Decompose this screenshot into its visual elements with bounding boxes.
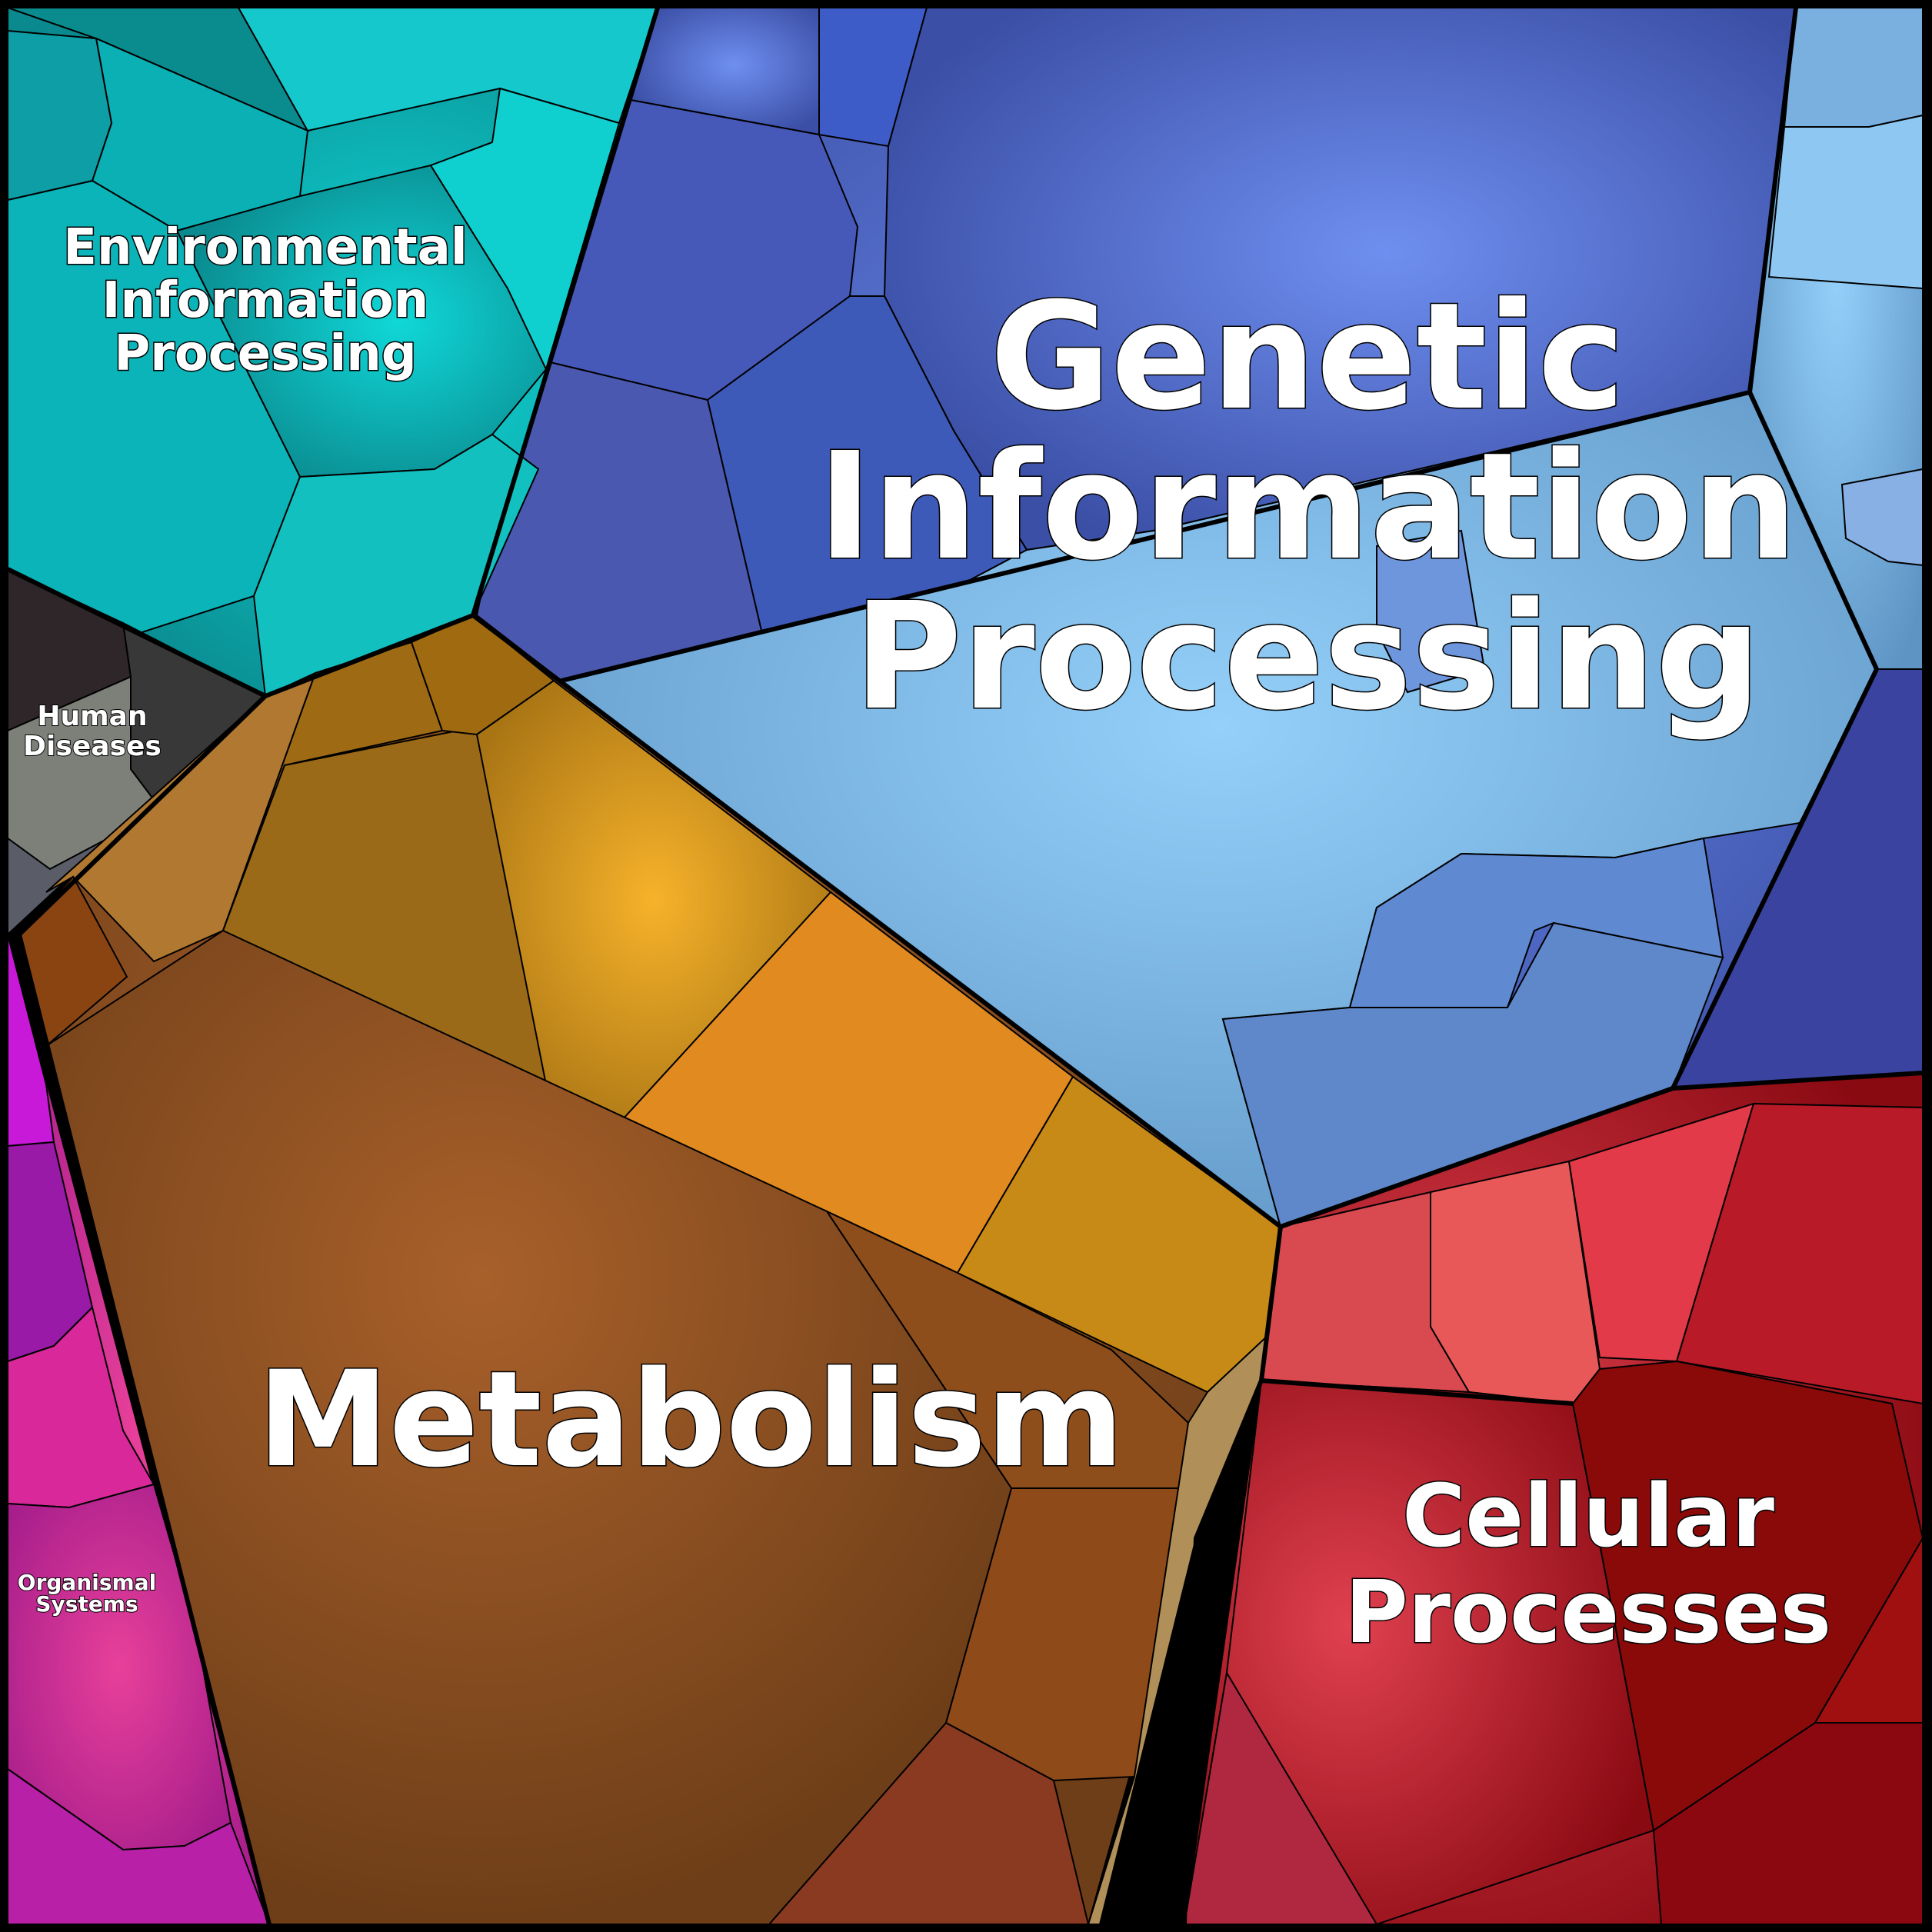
- label-cellular-line-1: Cellular: [1402, 1467, 1774, 1567]
- label-environmental-line-1: Environmental: [63, 219, 467, 276]
- region-organismal-systems[interactable]: [7, 934, 271, 1925]
- label-human-line-2: Diseases: [23, 731, 162, 762]
- cellular-cell-g: [1652, 1722, 1924, 1925]
- boundary-genetic-right: [1671, 391, 1879, 1090]
- region-human-diseases[interactable]: [7, 568, 267, 937]
- cellular-cell-d: [1675, 1102, 1924, 1405]
- boundary-metabolism-cellular: [1182, 1226, 1283, 1925]
- genetic-cell-o: [1376, 529, 1486, 694]
- label-genetic-line-1: Genetic: [990, 271, 1625, 443]
- boundary-organismal-metabolism: [17, 934, 271, 1925]
- label-genetic-line-2: Information: [818, 421, 1797, 593]
- genetic-cell-h: [1348, 837, 1724, 1008]
- boundary-env-genetic: [471, 7, 660, 616]
- label-metabolism: Metabolism: [258, 1342, 1124, 1497]
- environmental-cell-g: [252, 433, 540, 698]
- genetic-cell-n: [1840, 468, 1924, 567]
- environmental-cell-e: [429, 87, 621, 371]
- region-metabolism[interactable]: [18, 614, 1282, 1925]
- genetic-cell-m: [1767, 114, 1924, 290]
- boundary-metabolism-genetic: [471, 613, 1282, 1229]
- cellular-cell-i: [1814, 1535, 1924, 1724]
- label-environmental-line-2: Information: [102, 272, 429, 329]
- label-organismal-line-2: Systems: [35, 1591, 138, 1617]
- region-environmental-information-processing[interactable]: [7, 7, 659, 698]
- region-labels: Genetic Information Processing Metabolis…: [17, 218, 1833, 1664]
- label-environmental-line-3: Processing: [114, 325, 416, 382]
- label-cellular-line-2: Processes: [1345, 1563, 1832, 1663]
- region-cellular-processes[interactable]: [1183, 1071, 1924, 1925]
- genetic-cell-l: [1783, 7, 1924, 128]
- label-genetic-line-3: Processing: [854, 571, 1761, 743]
- label-organismal-line-1: Organismal: [18, 1570, 156, 1595]
- boundary-cellular-internal: [1261, 1378, 1574, 1406]
- label-human-line-1: Human: [37, 701, 147, 732]
